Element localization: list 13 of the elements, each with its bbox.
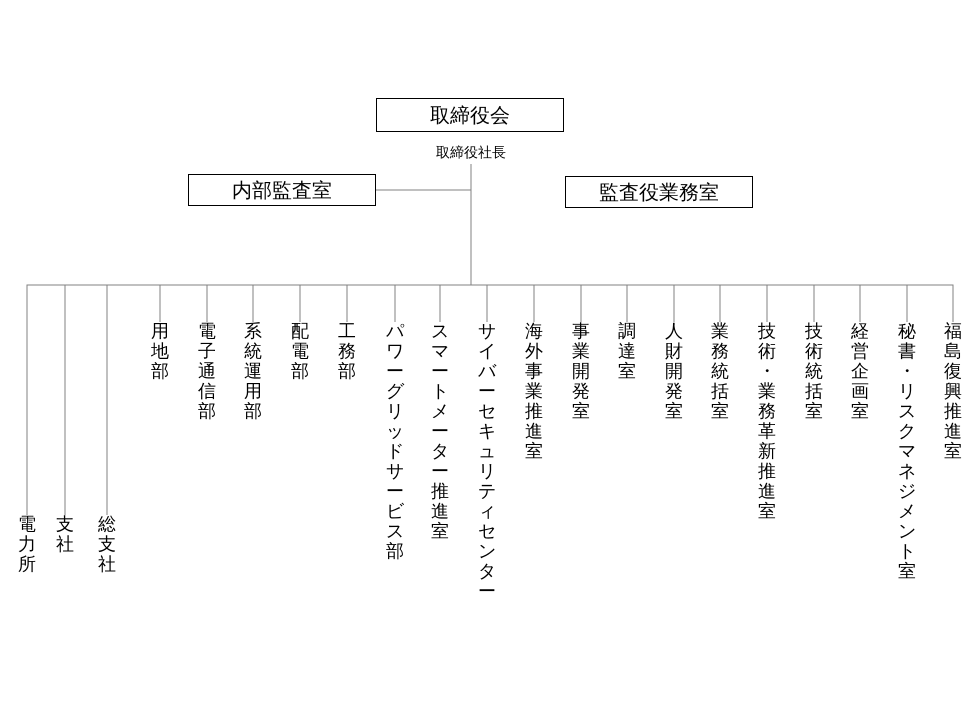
board-box: 取締役会 (376, 98, 564, 132)
department-label: 支社 (54, 515, 76, 555)
president-label: 取締役社長 (411, 144, 531, 164)
department-label: 電子通信部 (196, 322, 218, 422)
department-label: 系統運用部 (242, 322, 264, 422)
department-label: 配電部 (289, 322, 311, 382)
department-label: 工務部 (336, 322, 358, 382)
department-label: 総支社 (96, 515, 118, 575)
department-label: 用地部 (149, 322, 171, 382)
office-box: 内部監査室 (188, 174, 376, 206)
department-label: パワーグリッドサービス部 (384, 322, 406, 562)
office-box: 監査役業務室 (565, 176, 753, 208)
department-label: 電力所 (16, 515, 38, 575)
